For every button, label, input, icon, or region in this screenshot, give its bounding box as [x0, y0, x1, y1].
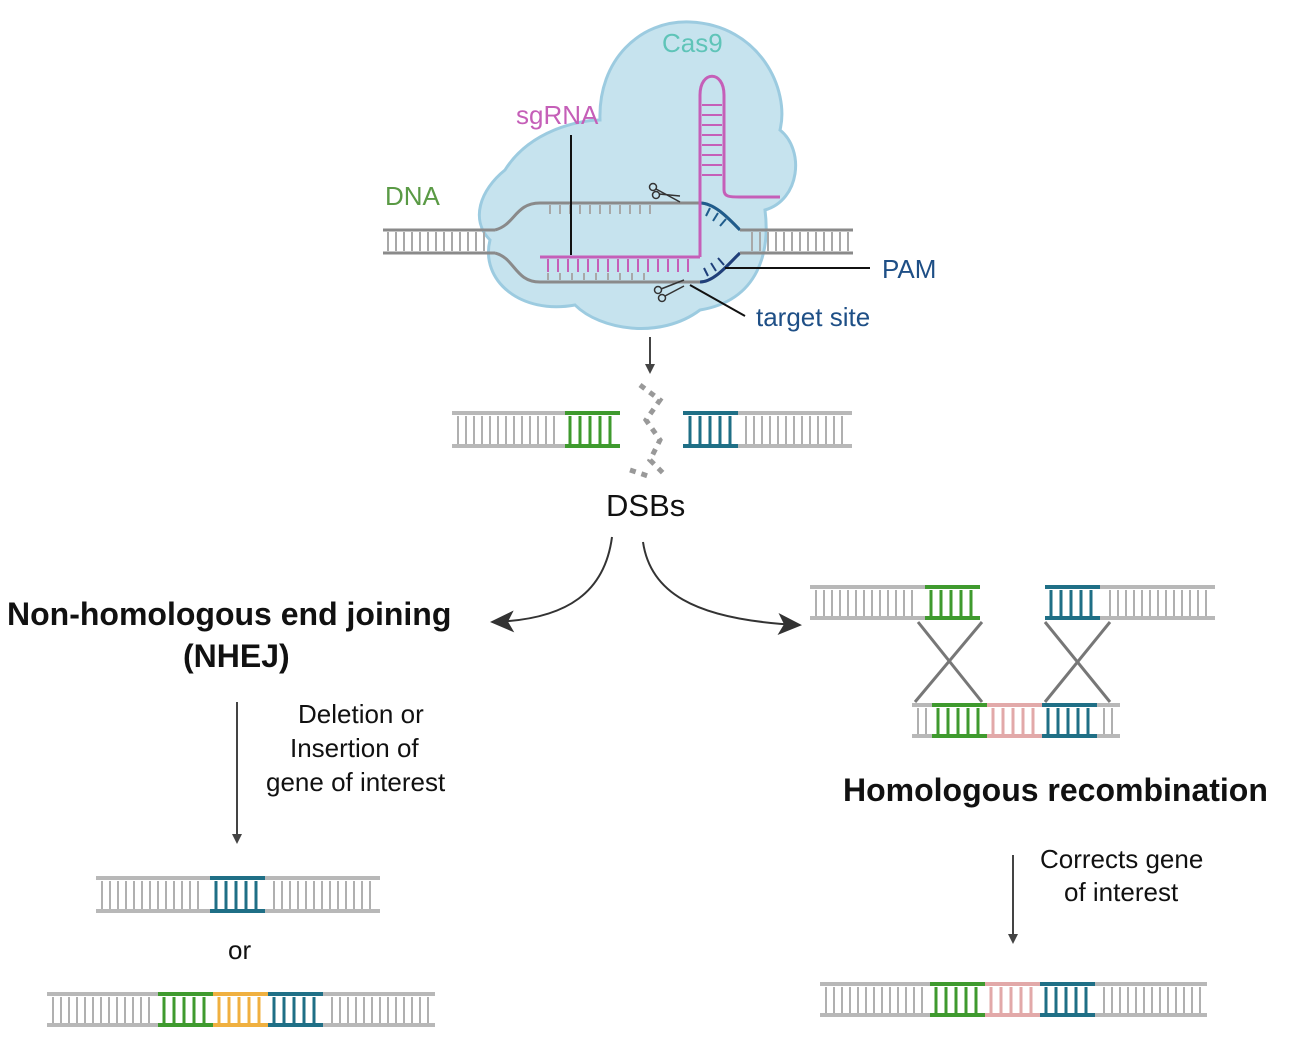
scissors-icon	[653, 279, 685, 303]
hr-title: Homologous recombination	[843, 772, 1268, 808]
cas9-protein-shape	[477, 20, 797, 330]
dsbs-label: DSBs	[606, 488, 685, 523]
hr-note-line1: Corrects gene	[1040, 844, 1203, 874]
nhej-result-insertion	[47, 992, 435, 1027]
hr-result-corrected	[820, 982, 1207, 1017]
nhej-note-line3: gene of interest	[266, 767, 446, 797]
cas9-complex	[383, 20, 870, 330]
dna-left-duplex	[383, 228, 495, 255]
dsb-left-fragment	[452, 411, 620, 448]
dsb-right-fragment	[683, 411, 852, 448]
hr-donor-template	[912, 703, 1120, 738]
cas9-label: Cas9	[662, 28, 723, 58]
sgrna-label: sgRNA	[516, 100, 599, 130]
hr-fragment-left	[810, 585, 980, 620]
hr-fragment-right	[1045, 585, 1215, 620]
nhej-title-line1: Non-homologous end joining	[7, 596, 451, 632]
or-label: or	[228, 935, 251, 965]
dsb-broken-dna	[452, 383, 852, 479]
arrow-to-nhej	[490, 536, 613, 633]
arrow-to-hr	[642, 541, 802, 635]
sgrna-guide	[540, 74, 780, 272]
nhej-note-line1: Deletion or	[298, 699, 424, 729]
hr-note-line2: of interest	[1064, 877, 1179, 907]
nhej-title-line2: (NHEJ)	[183, 638, 290, 674]
dna-right-duplex	[740, 228, 853, 255]
nhej-result-deletion	[96, 876, 380, 913]
dna-label: DNA	[385, 181, 441, 211]
pam-label: PAM	[882, 254, 936, 284]
hr-crossover-lines	[913, 621, 1112, 703]
nhej-note-line2: Insertion of	[290, 733, 419, 763]
target-site-pointer-line	[689, 284, 746, 317]
target-site-label: target site	[756, 302, 870, 332]
pam-region-top	[699, 201, 742, 232]
dsb-debris	[629, 383, 666, 479]
pam-region-bottom	[699, 251, 742, 284]
scissors-icon	[648, 182, 681, 203]
dna-bottom-strand-bases	[547, 273, 645, 280]
